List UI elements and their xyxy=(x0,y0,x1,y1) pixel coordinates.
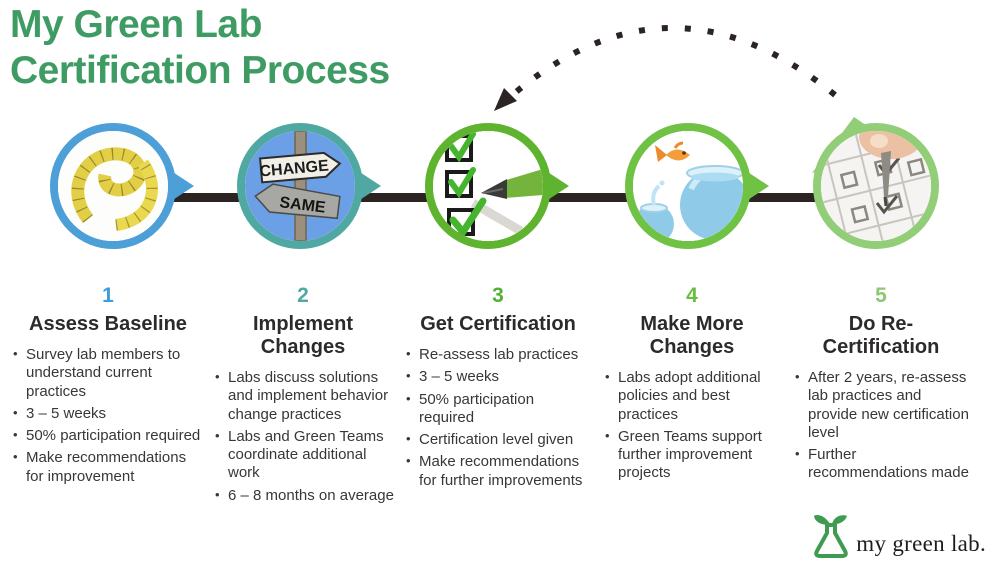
step5-circle xyxy=(812,117,939,249)
measuring-tape-photo xyxy=(58,131,168,241)
recertification-return-arrow xyxy=(494,25,837,111)
step3-bullet-list: Re-assess lab practices 3 – 5 weeks 50% … xyxy=(403,346,593,490)
bullet-item: Green Teams support further improvement … xyxy=(602,428,782,483)
step3-title: Get Certification xyxy=(420,313,576,335)
bullet-item: 50% participation required xyxy=(10,427,206,445)
step2-circle: CHANGE SAME xyxy=(237,123,381,249)
bullet-item: 6 – 8 months on average xyxy=(212,487,394,505)
step4-bullet-list: Labs adopt additional policies and best … xyxy=(602,369,782,483)
bullet-item: 3 – 5 weeks xyxy=(403,368,593,386)
my-green-lab-logo: my green lab. xyxy=(811,513,986,559)
bullet-item: Make recommendations for further improve… xyxy=(403,453,593,490)
step4-title: Make More Changes xyxy=(640,313,744,358)
bullet-item: 50% participation required xyxy=(403,391,593,428)
change-same-signpost-photo: CHANGE SAME xyxy=(245,131,355,241)
bullet-item: Re-assess lab practices xyxy=(403,346,593,364)
dotted-arc xyxy=(508,25,837,100)
bullet-item: After 2 years, re-assess lab practices a… xyxy=(792,369,970,442)
step5-title: Do Re- Certification xyxy=(822,313,940,358)
checklist-pen-photo xyxy=(433,131,543,241)
bullet-item: Labs discuss solutions and implement beh… xyxy=(212,369,394,424)
step5-number: 5 xyxy=(875,284,887,307)
svg-text:CHANGE: CHANGE xyxy=(259,157,330,180)
step3-number: 3 xyxy=(492,284,504,307)
bullet-item: Labs and Green Teams coordinate addition… xyxy=(212,428,394,483)
green-flask-icon xyxy=(814,514,849,558)
goldfish-bowls-photo xyxy=(633,131,743,241)
bullet-item: Further recommendations made xyxy=(792,446,970,483)
bullet-item: Certification level given xyxy=(403,431,593,449)
step1-bullet-list: Survey lab members to understand current… xyxy=(10,346,206,486)
step4-number: 4 xyxy=(686,284,698,307)
step2-column: 2 Implement Changes Labs discuss solutio… xyxy=(212,284,394,509)
page-title: My Green Lab Certification Process xyxy=(10,3,390,92)
survey-checkboxes-photo xyxy=(821,131,931,241)
step1-column: 1 Assess Baseline Survey lab members to … xyxy=(10,284,206,490)
step3-circle xyxy=(425,123,569,249)
step2-bullet-list: Labs discuss solutions and implement beh… xyxy=(212,369,394,505)
bullet-item: 3 – 5 weeks xyxy=(10,405,206,423)
bullet-item: Labs adopt additional policies and best … xyxy=(602,369,782,424)
arrowhead-icon xyxy=(494,88,517,111)
step1-circle xyxy=(50,123,194,249)
step4-circle xyxy=(625,123,769,249)
step5-column: 5 Do Re- Certification After 2 years, re… xyxy=(792,284,970,487)
step4-column: 4 Make More Changes Labs adopt additiona… xyxy=(602,284,782,487)
step2-number: 2 xyxy=(297,284,309,307)
step5-bullet-list: After 2 years, re-assess lab practices a… xyxy=(792,369,970,483)
logo-text: my green lab. xyxy=(856,531,986,556)
step1-title: Assess Baseline xyxy=(29,313,187,335)
step3-column: 3 Get Certification Re-assess lab practi… xyxy=(403,284,593,494)
bullet-item: Survey lab members to understand current… xyxy=(10,346,206,401)
step1-number: 1 xyxy=(102,284,114,307)
bullet-item: Make recommendations for improvement xyxy=(10,449,206,486)
step2-title: Implement Changes xyxy=(252,313,354,358)
svg-text:SAME: SAME xyxy=(279,194,327,217)
